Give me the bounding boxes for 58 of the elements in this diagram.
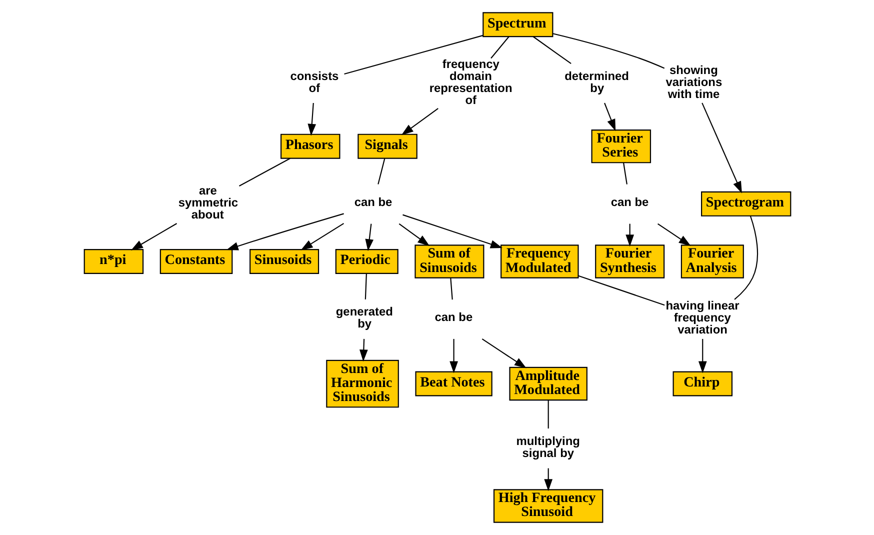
node-box: Phasors (280, 134, 340, 159)
arrow (481, 338, 526, 368)
connector (377, 158, 385, 184)
node-box: Sum of Sinusoids (414, 244, 484, 278)
node-box: Amplitude Modulated (508, 366, 587, 401)
arrow (300, 223, 344, 250)
connector (238, 158, 290, 186)
arrow (625, 224, 634, 247)
arrow (604, 102, 616, 132)
node-box: Fourier Analysis (680, 244, 744, 278)
connector (344, 34, 483, 75)
arrow (358, 338, 368, 362)
connector (450, 278, 452, 300)
node-box: Fourier Synthesis (594, 244, 664, 278)
node-box: Constants (159, 249, 232, 274)
arrow (364, 224, 374, 252)
arrow (400, 108, 438, 136)
node-box: Periodic (334, 249, 398, 274)
node-box: High Frequency Sinusoid (492, 489, 603, 523)
arrow (130, 223, 177, 250)
arrow (449, 338, 458, 374)
node-box: Spectrum (482, 12, 553, 38)
node-box: Fourier Series (590, 130, 651, 164)
arrow (226, 213, 344, 250)
connector (622, 162, 627, 184)
connector (734, 216, 758, 300)
node-box: Frequency Modulated (500, 244, 578, 278)
node-box: Sinusoids (249, 249, 319, 274)
node-text: can be (610, 194, 648, 209)
connector (490, 36, 509, 59)
node-text: multiplying signal by (516, 434, 580, 460)
connector (364, 274, 366, 300)
arrow (701, 102, 742, 194)
arrow (544, 468, 552, 492)
node-text: consists of (290, 68, 338, 95)
node-box: Signals (357, 134, 417, 159)
arrow (656, 223, 690, 246)
connector (578, 275, 664, 306)
node-text: frequency domain representation of (428, 56, 512, 107)
arrow (398, 223, 430, 246)
node-text: showing variations with time (665, 62, 722, 101)
node-box: Chirp (672, 371, 732, 396)
connector (547, 400, 548, 428)
node-box: Spectrogram (700, 191, 791, 216)
node-text: having linear frequency variation (665, 298, 739, 337)
node-text: can be (354, 194, 392, 209)
node-text: determined by (564, 68, 628, 95)
arrow (307, 102, 316, 136)
connector (552, 33, 664, 69)
node-box: n*pi (83, 249, 144, 274)
node-text: generated by (335, 304, 392, 331)
arrow (698, 338, 706, 374)
arrow (402, 214, 502, 248)
node-box: Sum of Harmonic Sinusoids (326, 360, 398, 408)
node-text: can be (434, 310, 472, 324)
node-text: are symmetric about (178, 183, 238, 222)
node-box: Beat Notes (414, 371, 492, 396)
connector (532, 36, 571, 64)
